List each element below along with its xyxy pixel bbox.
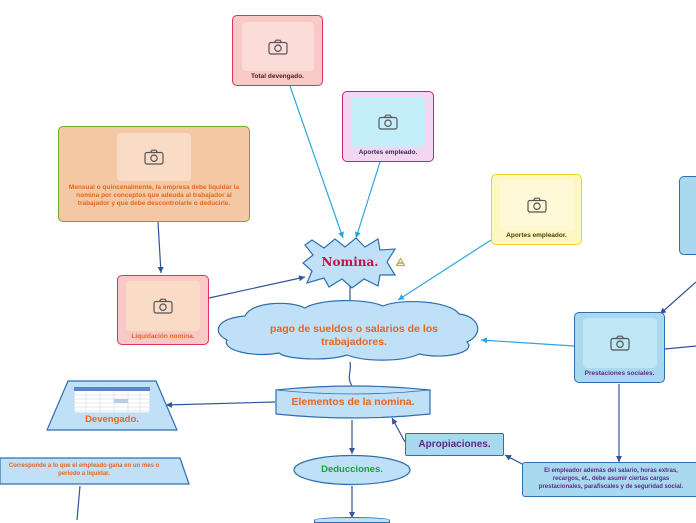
image-placeholder (583, 318, 657, 368)
node-total-devengado[interactable]: Total devengado. (232, 15, 323, 86)
node-label: Prestaciones sociales. (584, 370, 655, 377)
node-aportes-empleado[interactable]: Aportes empleado. (342, 91, 434, 162)
camera-icon (527, 197, 547, 213)
node-offscreen-bottom[interactable] (314, 517, 390, 523)
spreadsheet-thumbnail (74, 387, 150, 413)
devengado-label: Devengado. (85, 414, 139, 425)
elementos-shape[interactable] (273, 384, 433, 420)
node-liquidacion[interactable]: Liquidación nomina. (117, 275, 209, 345)
cloud-text: pago de sueldos o salarios de los trabaj… (269, 323, 439, 348)
central-title: Nomina. (321, 255, 379, 269)
link-elementos-devengado (165, 401, 276, 408)
link-prestaciones (480, 337, 575, 347)
apropiaciones-label: Apropiaciones. (418, 439, 491, 450)
image-placeholder (500, 180, 574, 230)
camera-icon (153, 298, 173, 314)
camera-icon (610, 335, 630, 351)
node-offscreen-right[interactable] (679, 176, 696, 255)
link-aportes-empleado (354, 161, 381, 239)
image-placeholder (117, 133, 191, 181)
camera-icon (378, 114, 398, 130)
link-apropiaciones-elementos (391, 417, 406, 443)
link-empleador-apropiaciones (504, 454, 525, 466)
node-apropiaciones[interactable]: Apropiaciones. (405, 433, 504, 456)
cloud-shape[interactable] (215, 298, 483, 362)
link-offscreen-prestaciones (659, 281, 696, 315)
elementos-label: Elementos de la nomina. (291, 396, 415, 408)
node-mensual[interactable]: Mensual o quincenalmente, la empresa deb… (58, 126, 250, 222)
central-node-shape[interactable] (302, 237, 398, 289)
link-devengado-down (76, 485, 81, 520)
link-offscreen-prestaciones-2 (664, 345, 696, 350)
node-label: Aportes empleador. (506, 232, 567, 239)
image-placeholder (242, 22, 314, 71)
deducciones-shape[interactable] (292, 454, 412, 486)
link-mensual (157, 221, 164, 274)
image-placeholder (126, 281, 200, 331)
drive-icon[interactable] (396, 258, 405, 267)
node-aportes-empleador[interactable]: Aportes empleador. (491, 174, 582, 245)
deducciones-label: Deducciones. (321, 464, 383, 475)
camera-icon (144, 149, 164, 165)
node-label: Mensual o quincenalmente, la empresa deb… (68, 184, 240, 207)
node-label: Liquidación nomina. (131, 333, 195, 340)
link-liquidacion (208, 275, 306, 299)
node-empleador-desc[interactable]: El empleador además del salario, horas e… (522, 462, 696, 497)
devengado-desc: Corresponde a lo que el empleado gana en… (8, 463, 160, 477)
link-cloud-elementos (348, 361, 353, 387)
image-placeholder (351, 97, 425, 147)
node-label: El empleador además del salario, horas e… (538, 468, 684, 490)
node-prestaciones[interactable]: Prestaciones sociales. (574, 312, 665, 383)
node-label: Aportes empleado. (358, 149, 418, 156)
devengado-desc-shape[interactable] (0, 457, 190, 485)
link-total-devengado (289, 85, 344, 239)
link-aportes-empleador (397, 239, 492, 301)
camera-icon (268, 39, 288, 55)
node-label: Total devengado. (251, 73, 304, 80)
